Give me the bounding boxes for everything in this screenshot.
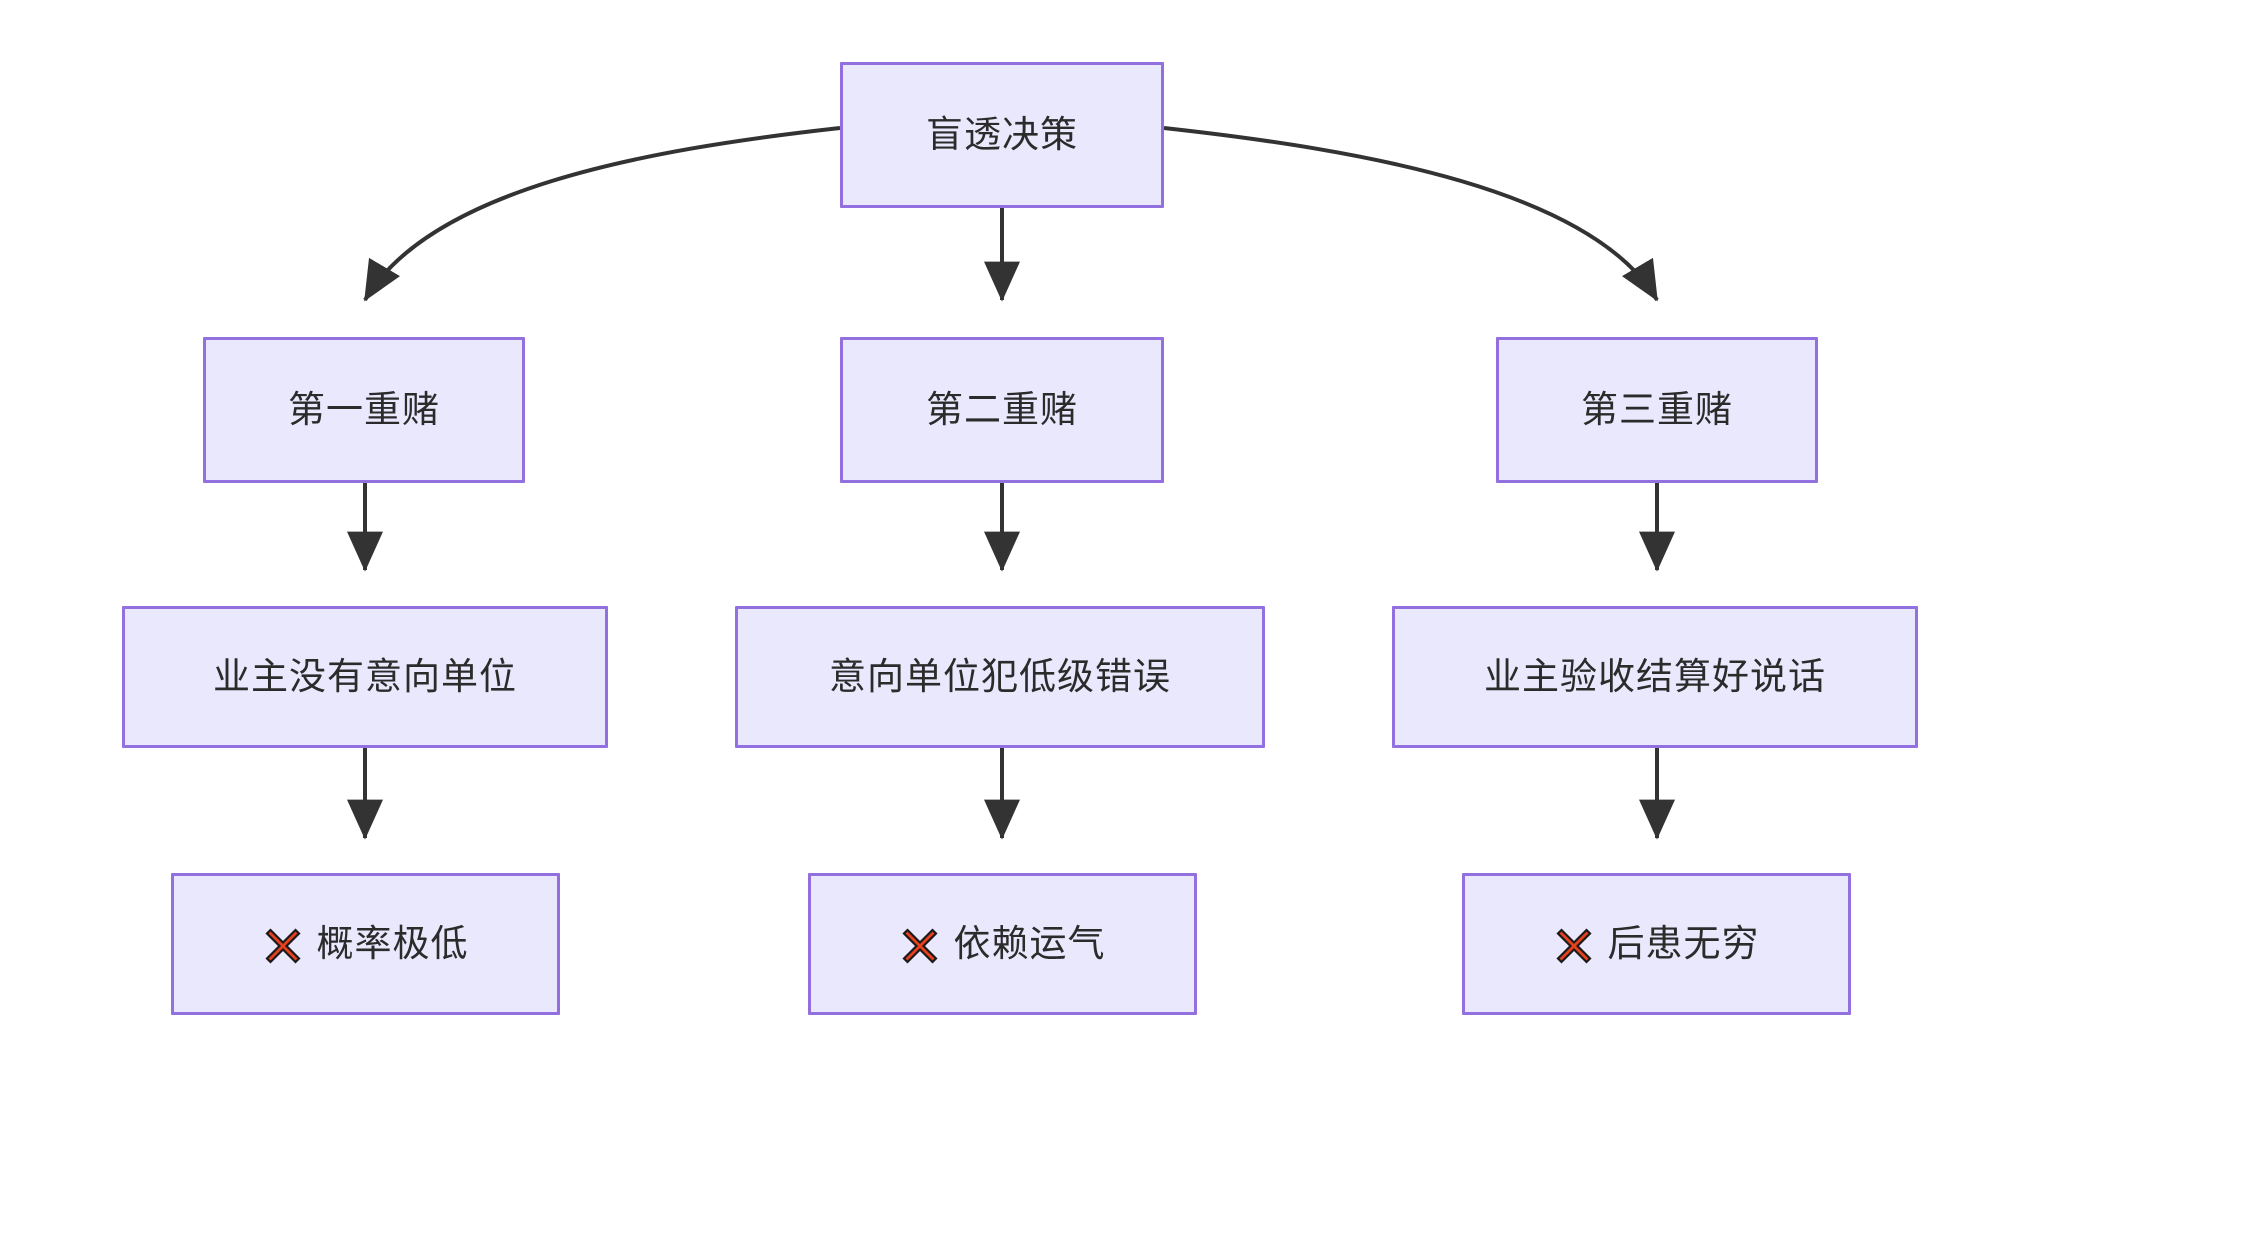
node-preferred-vendor-makes-basic-mistake[interactable]: 意向单位犯低级错误 [735, 606, 1265, 748]
node-label: 意向单位犯低级错误 [829, 655, 1171, 697]
node-outcome-depends-on-luck[interactable]: 依赖运气 [808, 873, 1197, 1015]
node-label: 业主验收结算好说话 [1484, 655, 1826, 697]
node-owner-has-no-preferred-vendor[interactable]: 业主没有意向单位 [122, 606, 608, 748]
node-label: 盲透决策 [926, 113, 1078, 155]
cross-mark-icon [263, 926, 303, 966]
edge-root-to-b3 [1163, 126, 1659, 302]
node-root-blind-decision[interactable]: 盲透决策 [840, 62, 1164, 208]
node-outcome-very-low-probability[interactable]: 概率极低 [171, 873, 560, 1015]
node-owner-easy-on-acceptance-settlement[interactable]: 业主验收结算好说话 [1392, 606, 1918, 748]
node-label: 第一重赌 [288, 388, 440, 430]
node-label: 概率极低 [316, 922, 469, 964]
cross-mark-icon [1554, 926, 1594, 966]
node-label: 第二重赌 [926, 388, 1078, 430]
edge-root-to-b1 [363, 126, 841, 302]
node-label: 依赖运气 [953, 922, 1106, 964]
node-third-bet[interactable]: 第三重赌 [1496, 337, 1818, 483]
node-label: 业主没有意向单位 [213, 655, 517, 697]
cross-mark-icon [900, 926, 940, 966]
node-label: 后患无穷 [1607, 922, 1760, 964]
node-label: 第三重赌 [1581, 388, 1733, 430]
node-outcome-endless-trouble[interactable]: 后患无穷 [1462, 873, 1851, 1015]
node-second-bet[interactable]: 第二重赌 [840, 337, 1164, 483]
node-first-bet[interactable]: 第一重赌 [203, 337, 525, 483]
